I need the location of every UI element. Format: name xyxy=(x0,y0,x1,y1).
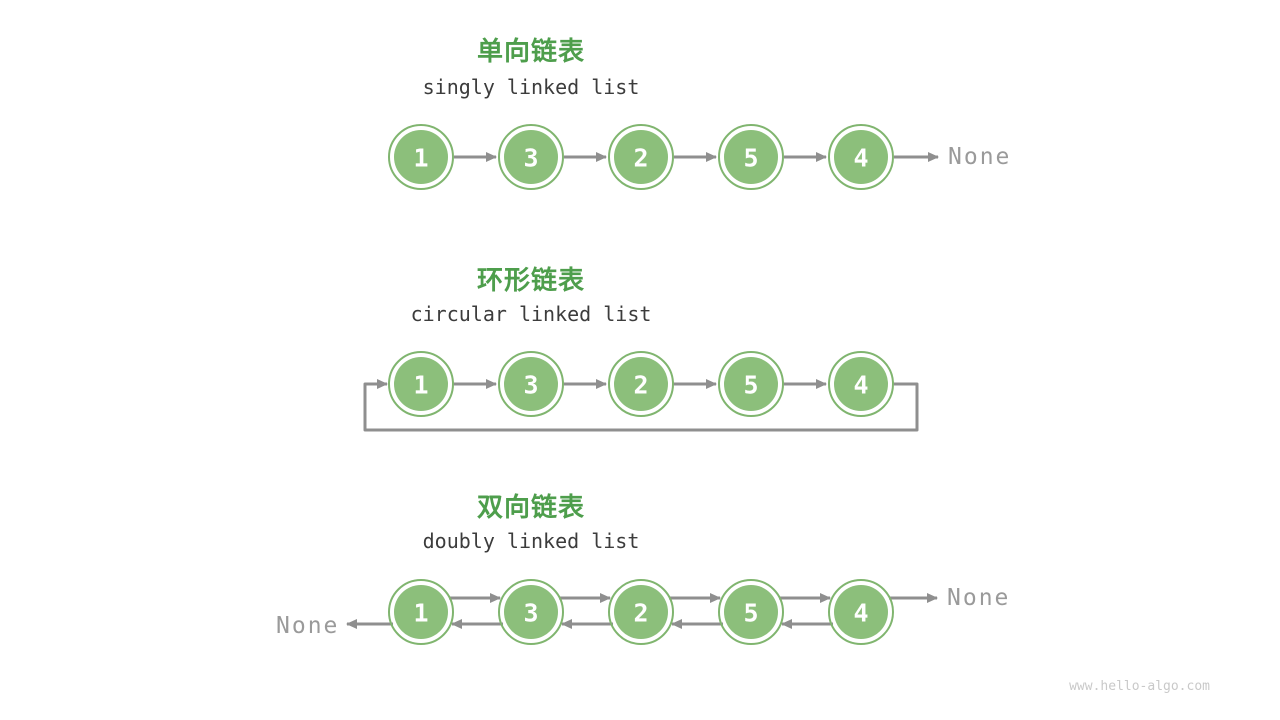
node-body xyxy=(834,585,888,639)
node-outer-ring xyxy=(388,351,454,417)
node-body xyxy=(614,130,668,184)
node-outer-ring xyxy=(608,124,674,190)
node-value: 2 xyxy=(633,599,648,628)
list-node: 2 xyxy=(608,351,674,417)
node-body xyxy=(394,130,448,184)
doubly-head-none-label: None xyxy=(276,613,340,639)
doubly-tail-none-label: None xyxy=(947,585,1011,611)
node-value: 3 xyxy=(523,144,538,173)
list-node: 5 xyxy=(718,351,784,417)
node-outer-ring xyxy=(828,579,894,645)
list-node: 1 xyxy=(388,579,454,645)
node-body xyxy=(834,130,888,184)
node-outer-ring xyxy=(718,124,784,190)
list-node: 3 xyxy=(498,579,564,645)
section-title-doubly: 双向链表 xyxy=(476,493,585,523)
node-value: 3 xyxy=(523,599,538,628)
node-outer-ring xyxy=(828,351,894,417)
node-body xyxy=(724,130,778,184)
watermark-url: www.hello-algo.com xyxy=(1069,679,1210,694)
node-body xyxy=(394,357,448,411)
section-subtitle-circular: circular linked list xyxy=(410,302,652,326)
section-title-singly: 单向链表 xyxy=(476,37,585,67)
node-outer-ring xyxy=(828,124,894,190)
node-value: 4 xyxy=(853,599,868,628)
list-node: 2 xyxy=(608,579,674,645)
node-value: 1 xyxy=(413,371,428,400)
list-node: 3 xyxy=(498,351,564,417)
node-value: 1 xyxy=(413,599,428,628)
node-body xyxy=(724,585,778,639)
node-outer-ring xyxy=(718,579,784,645)
list-node: 4 xyxy=(828,124,894,190)
node-value: 5 xyxy=(743,371,758,400)
node-value: 1 xyxy=(413,144,428,173)
node-body xyxy=(504,585,558,639)
node-outer-ring xyxy=(498,351,564,417)
section-subtitle-doubly: doubly linked list xyxy=(422,529,640,553)
list-node: 1 xyxy=(388,351,454,417)
list-node: 3 xyxy=(498,124,564,190)
list-node: 1 xyxy=(388,124,454,190)
section-subtitle-singly: singly linked list xyxy=(422,75,640,99)
section-title-circular: 环形链表 xyxy=(476,266,585,296)
singly-tail-none-label: None xyxy=(948,144,1012,170)
node-body xyxy=(614,585,668,639)
node-outer-ring xyxy=(608,579,674,645)
node-value: 2 xyxy=(633,144,648,173)
list-node: 5 xyxy=(718,579,784,645)
node-body xyxy=(504,357,558,411)
node-body xyxy=(834,357,888,411)
node-body xyxy=(504,130,558,184)
node-outer-ring xyxy=(388,579,454,645)
node-body xyxy=(724,357,778,411)
node-outer-ring xyxy=(608,351,674,417)
list-node: 4 xyxy=(828,351,894,417)
node-outer-ring xyxy=(718,351,784,417)
list-node: 5 xyxy=(718,124,784,190)
node-value: 2 xyxy=(633,371,648,400)
node-outer-ring xyxy=(498,124,564,190)
node-body xyxy=(394,585,448,639)
list-node: 4 xyxy=(828,579,894,645)
node-outer-ring xyxy=(498,579,564,645)
node-body xyxy=(614,357,668,411)
node-value: 4 xyxy=(853,371,868,400)
node-outer-ring xyxy=(388,124,454,190)
node-value: 5 xyxy=(743,144,758,173)
node-value: 4 xyxy=(853,144,868,173)
list-node: 2 xyxy=(608,124,674,190)
loop-back-arrow xyxy=(363,379,919,432)
node-value: 3 xyxy=(523,371,538,400)
node-value: 5 xyxy=(743,599,758,628)
